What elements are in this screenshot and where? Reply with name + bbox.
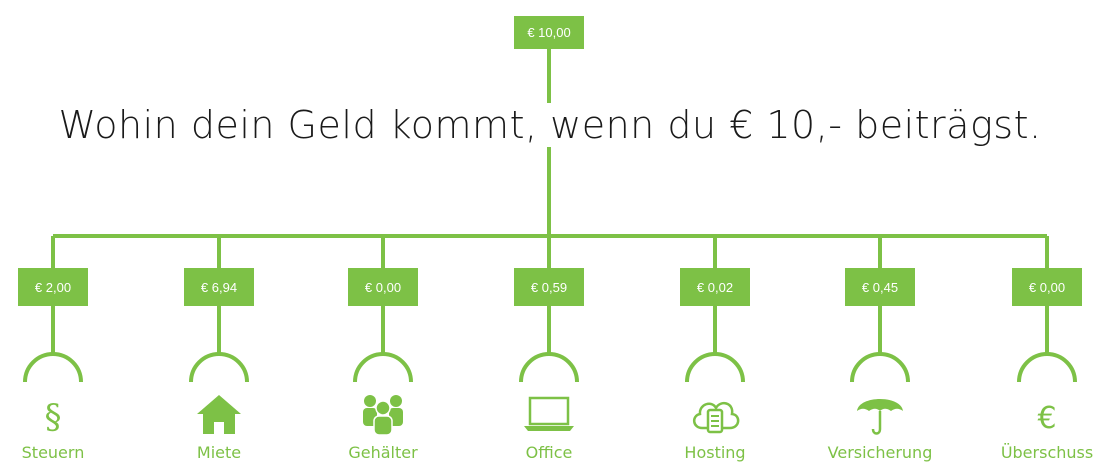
laptop-icon	[519, 390, 579, 438]
paragraph-icon: §	[23, 390, 83, 438]
amount-badge: € 0,00	[348, 268, 418, 306]
amount-badge: € 0,02	[680, 268, 750, 306]
category-label: Miete	[196, 443, 242, 462]
title-text: Wohin dein Geld kommt, wenn du € 10,- be…	[54, 103, 1046, 147]
amount-badge: € 2,00	[18, 268, 88, 306]
svg-text:€: €	[1037, 401, 1056, 436]
category-label: Office	[525, 443, 573, 462]
amount-badge: € 0,00	[1012, 268, 1082, 306]
diagram-title: Wohin dein Geld kommt, wenn du € 10,- be…	[0, 103, 1100, 147]
umbrella-icon	[850, 390, 910, 438]
amount-badge: € 6,94	[184, 268, 254, 306]
branch-arc	[189, 352, 249, 383]
branch-arc	[1017, 352, 1077, 383]
euro-icon: €	[1017, 390, 1077, 438]
category-label: Gehälter	[348, 443, 418, 462]
amount-badge: € 0,45	[845, 268, 915, 306]
category-label: Versicherung	[827, 443, 933, 462]
branch-arc	[353, 352, 413, 383]
people-icon	[353, 390, 413, 438]
svg-text:§: §	[45, 397, 62, 436]
branch-arc	[519, 352, 579, 383]
total-amount-badge: € 10,00	[514, 16, 584, 49]
amount-badge: € 0,59	[514, 268, 584, 306]
category-label: Hosting	[684, 443, 746, 462]
category-label: Überschuss	[1000, 443, 1094, 462]
branch-arc	[850, 352, 910, 383]
branch-arc	[685, 352, 745, 383]
cloud-server-icon	[685, 390, 745, 438]
branch-arc	[23, 352, 83, 383]
category-label: Steuern	[21, 443, 85, 462]
house-icon	[189, 390, 249, 438]
